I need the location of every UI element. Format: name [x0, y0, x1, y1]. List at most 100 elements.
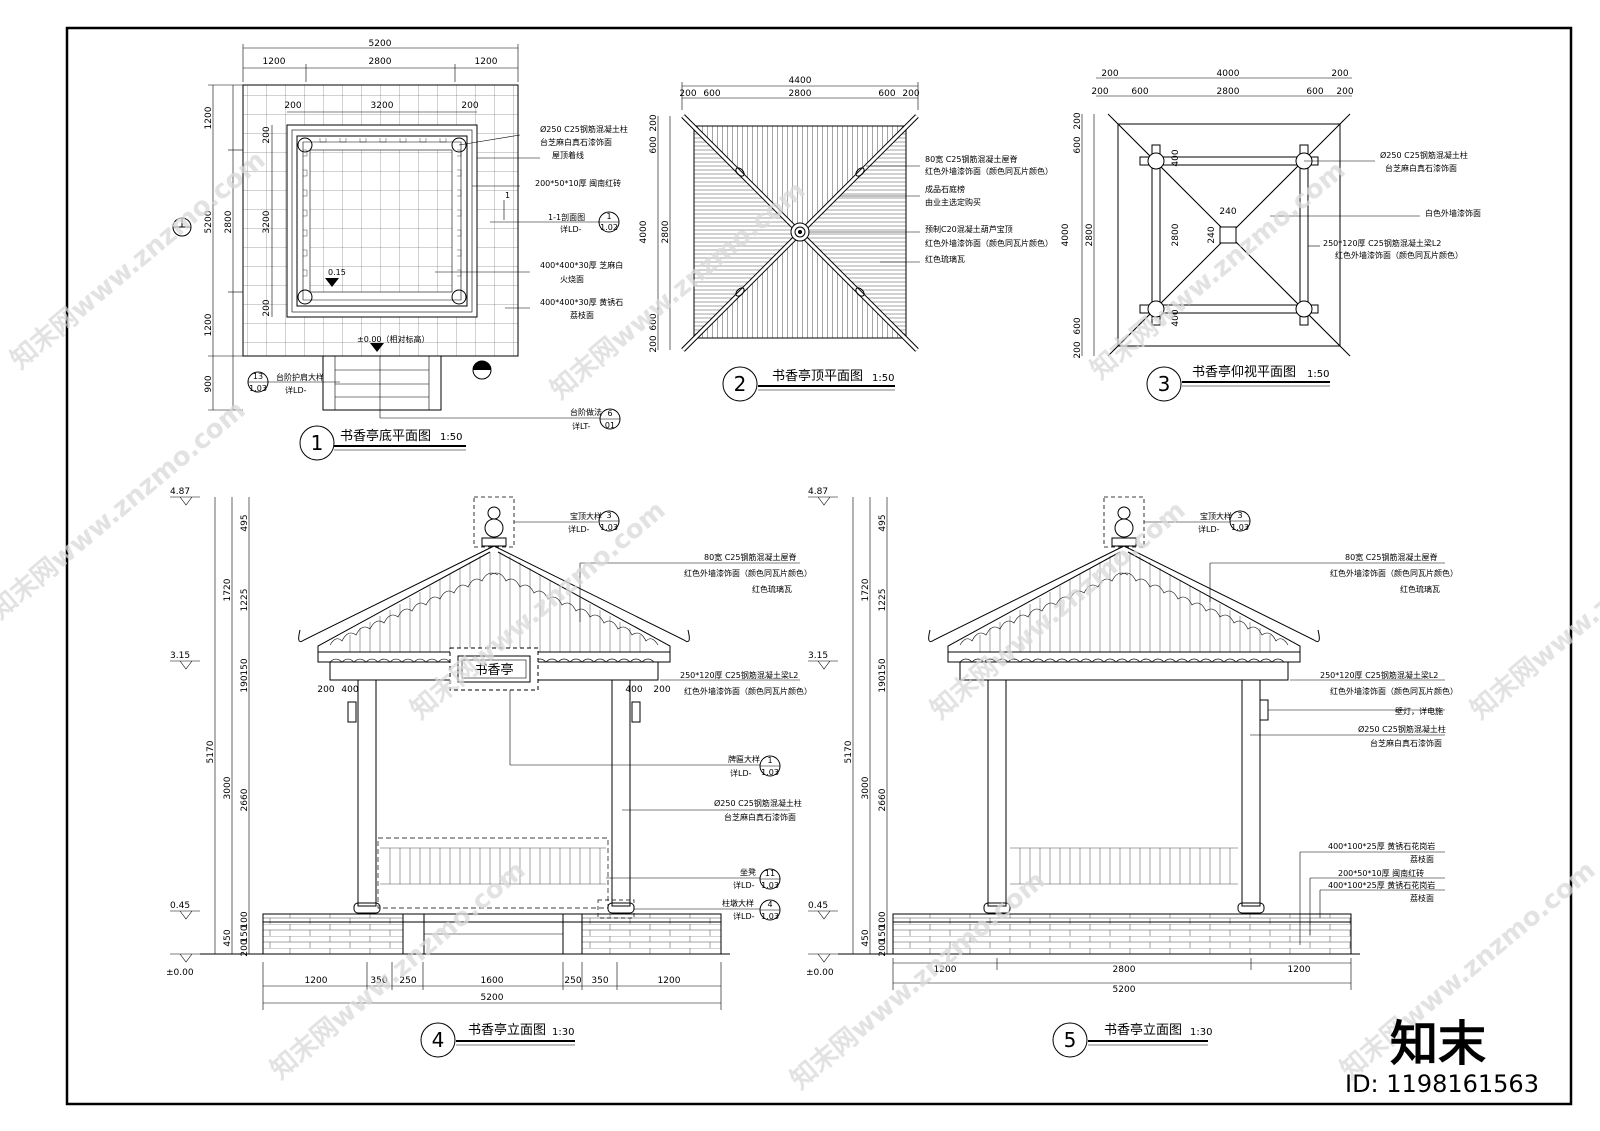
floor-plan: 5200 1200 2800 1200 200 3200 200 200 320… [172, 39, 628, 461]
fp-dim-3: 1200 [475, 57, 498, 67]
e5-ref-3-bot: 1.03 [1231, 523, 1249, 532]
fp-note-5b: 火烧面 [560, 274, 584, 284]
watermark-text-4: 知末网www.znzmo.com [0, 395, 251, 625]
fp-ref-6-note: 台阶做法 [570, 407, 602, 417]
e5-dim-1720: 1720 [861, 578, 871, 601]
fp-elev-015: 0.15 [328, 268, 346, 277]
fp-ref-6-top: 6 [607, 409, 612, 418]
watermark-text-7: 知末网www.znzmo.com [1465, 495, 1600, 725]
fp-inner-1: 200 [284, 101, 301, 111]
cp-note-1a: Ø250 C25钢筋混凝土柱 [1380, 150, 1468, 160]
e4-bracket-2: 400 [341, 685, 358, 695]
e4-note-6-sub: 详LD- [733, 880, 755, 890]
cp-inner-4: 2800 [1171, 223, 1181, 246]
roof-plan: 4400 200 600 2800 600 200 200 600 2800 6… [639, 76, 1053, 402]
cp-note-1b: 台芝麻白真石漆饰面 [1385, 163, 1457, 173]
e5-note-6a: 400*100*25厚 黄锈石花岗岩 [1328, 841, 1435, 851]
e4-dim-150b: 150 [240, 925, 250, 942]
e5-dim-150b: 150 [878, 925, 888, 942]
cp-dim-5: 600 [1131, 87, 1148, 97]
fp-ref-1-bot: 1.02 [600, 223, 618, 232]
cp-inner-1: 400 [1171, 149, 1181, 166]
watermark-id: ID: 1198161563 [1345, 1070, 1539, 1098]
e4-note-1: 宝顶大样 [570, 511, 602, 521]
e4-note-5a: Ø250 C25钢筋混凝土柱 [714, 798, 802, 808]
e5-bot-total: 5200 [1113, 985, 1136, 995]
e4-dim-1225: 1225 [240, 589, 250, 612]
fp-left-inner-3: 200 [262, 299, 272, 316]
rp-title-num: 2 [734, 372, 747, 396]
fp-note-1b: 台芝麻白真石漆饰面 [540, 137, 612, 147]
e4-dim-3000: 3000 [223, 776, 233, 799]
e5-note-2b: 红色外墙漆饰面（颜色同瓦片颜色） [1330, 568, 1458, 578]
e4-note-2b: 红色外墙漆饰面（颜色同瓦片颜色） [684, 568, 812, 578]
cp-dim-6: 2800 [1217, 87, 1240, 97]
e4-scale: 1:30 [552, 1027, 574, 1038]
rp-note-3b: 红色外墙漆饰面（颜色同瓦片颜色） [925, 238, 1053, 248]
e4-bracket-1: 200 [317, 685, 334, 695]
fp-scale: 1:50 [440, 432, 462, 443]
cp-note-3b: 红色外墙漆饰面（颜色同瓦片颜色） [1335, 250, 1463, 260]
fp-ref-13-top: 13 [253, 372, 263, 381]
rp-left-3: 2800 [661, 220, 671, 243]
e4-note-4: 牌匾大样 [728, 754, 760, 764]
watermark-text-6: 知末网www.znzmo.com [925, 495, 1191, 725]
rp-left-total: 4000 [639, 220, 649, 243]
e5-note-2a: 80宽 C25钢筋混凝土屋脊 [1345, 552, 1438, 562]
e5-title-num-circle [1052, 1022, 1088, 1058]
cp-left-3: 2800 [1085, 223, 1095, 246]
fp-title-num: 1 [311, 431, 324, 455]
cp-dim-8: 200 [1336, 87, 1353, 97]
e5-note-5a: Ø250 C25钢筋混凝土柱 [1358, 724, 1446, 734]
ceiling-plan: 200 4000 200 200 600 2800 600 200 400 24… [1061, 69, 1481, 402]
fp-ref-13-note: 台阶护肩大样 [276, 372, 324, 382]
e5-note-6b: 荔枝面 [1410, 854, 1434, 864]
e4-bot-3: 250 [399, 976, 416, 986]
e5-dim-100: 100 [878, 911, 888, 928]
cp-note-3a: 250*120厚 C25钢筋混凝土梁L2 [1323, 238, 1441, 248]
rp-dim-2: 600 [703, 89, 720, 99]
e4-dim-100: 100 [240, 911, 250, 928]
e4-bot-6: 350 [591, 976, 608, 986]
e5-bot-3: 1200 [1288, 965, 1311, 975]
rp-dim-4: 600 [878, 89, 895, 99]
fp-note-6b: 荔枝面 [570, 310, 594, 320]
cp-title-num: 3 [1158, 372, 1171, 396]
rp-scale: 1:50 [872, 373, 894, 384]
e5-note-5b: 台芝麻白真石漆饰面 [1370, 738, 1442, 748]
e5-dim-1225: 1225 [878, 589, 888, 612]
e4-bot-7: 1200 [658, 976, 681, 986]
rp-dim-3: 2800 [789, 89, 812, 99]
fp-note-4-ref: 详LD- [560, 224, 582, 234]
rp-note-1b: 红色外墙漆饰面（颜色同瓦片颜色） [925, 166, 1053, 176]
cp-note-2: 白色外墙漆饰面 [1425, 208, 1481, 218]
fp-inner-2: 3200 [371, 101, 394, 111]
e5-note-8a: 400*100*25厚 黄锈石花岗岩 [1328, 880, 1435, 890]
rp-left-1: 200 [649, 114, 659, 131]
e5-note-4: 壁灯，详电施 [1395, 706, 1443, 716]
cp-title: 书香亭仰视平面图 [1192, 364, 1296, 380]
rp-title: 书香亭顶平面图 [772, 368, 863, 384]
e4-dim-150: 150 [240, 658, 250, 675]
fp-title-num-circle [299, 425, 335, 461]
e5-note-2c: 红色琉璃瓦 [1400, 584, 1440, 594]
cp-left-4: 600 [1073, 317, 1083, 334]
fp-section-mark: 1 [505, 191, 510, 200]
e4-dim-1720: 1720 [223, 578, 233, 601]
e4-ref-1-bot: 1.03 [761, 768, 779, 777]
e5-dim-450: 450 [861, 929, 871, 946]
e5-dim-200: 200 [878, 939, 888, 956]
e5-dim-3000: 3000 [861, 776, 871, 799]
cp-dim-4: 200 [1091, 87, 1108, 97]
e5-dim-2660: 2660 [878, 788, 888, 811]
rp-left-4: 600 [649, 313, 659, 330]
cp-inner-3: 240 [1207, 226, 1217, 243]
cp-dim-3: 200 [1331, 69, 1348, 79]
e4-level-2: 3.15 [170, 651, 190, 661]
e5-title-num: 5 [1064, 1028, 1077, 1052]
e4-ref-1-top: 1 [767, 756, 772, 765]
e4-note-5b: 台芝麻白真石漆饰面 [724, 812, 796, 822]
rp-note-2a: 成品石庭榜 [925, 184, 965, 194]
e5-dim-495: 495 [878, 514, 888, 531]
cp-dim-7: 600 [1306, 87, 1323, 97]
